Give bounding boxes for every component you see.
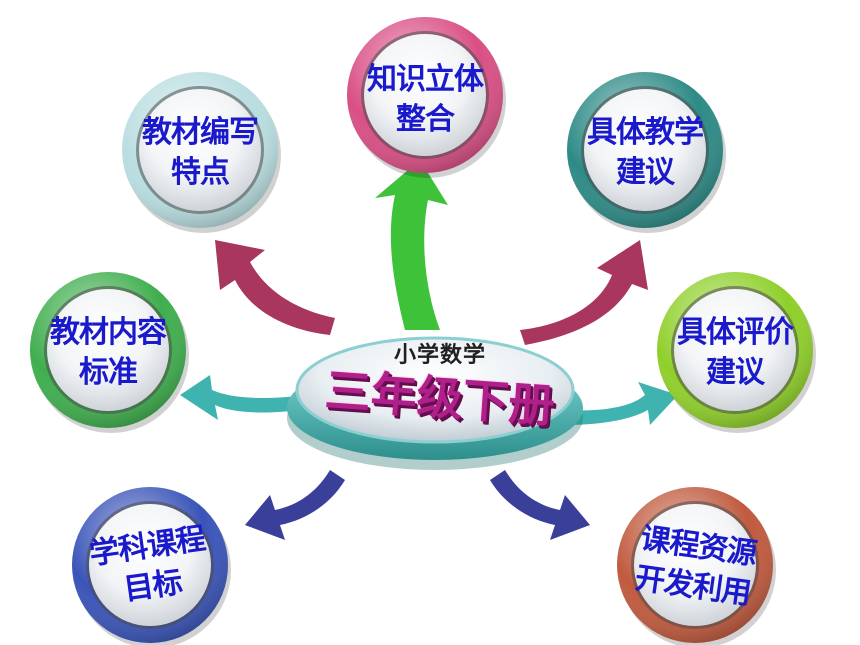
node-goal-label: 学科课程 目标 [79, 513, 220, 620]
node-knowledge-label: 知识立体 整合 [365, 55, 485, 145]
node-teaching-line2: 建议 [616, 155, 675, 190]
arrow-to-knowledge [375, 160, 448, 330]
node-teaching-line1: 具体教学 [587, 115, 704, 150]
node-content-line2: 标准 [79, 355, 138, 390]
node-evaluation-line2: 建议 [706, 355, 765, 390]
node-knowledge-line1: 知识立体 [367, 62, 484, 97]
node-content-label: 教材内容 标准 [48, 308, 168, 398]
node-compile-label: 教材编写 特点 [140, 108, 260, 198]
central-hub [287, 336, 583, 470]
node-evaluation-line1: 具体评价 [677, 315, 794, 350]
node-resource [617, 487, 776, 645]
arrow-to-evaluation [560, 382, 678, 425]
node-evaluation [657, 272, 816, 433]
node-knowledge-line2: 整合 [396, 102, 455, 137]
node-content-line1: 教材内容 [50, 315, 167, 350]
node-compile-line1: 教材编写 [142, 115, 259, 150]
arrow-to-resource [490, 470, 590, 540]
node-content [30, 272, 189, 433]
node-goal-line2: 目标 [121, 564, 184, 608]
node-goal [72, 487, 231, 645]
node-rings [30, 17, 816, 645]
node-teaching [567, 72, 726, 233]
arrow-to-content [180, 375, 300, 420]
arrow-to-teaching [520, 240, 648, 345]
connector-arrows [180, 160, 678, 540]
node-resource-label: 课程资源 开发利用 [622, 513, 768, 621]
node-compile [122, 72, 281, 233]
arrow-to-compile [215, 240, 335, 335]
arrow-to-goal [245, 470, 345, 540]
node-compile-line2: 特点 [171, 155, 230, 190]
hub-subtitle: 小学数学 [393, 343, 486, 368]
node-teaching-label: 具体教学 建议 [585, 108, 705, 198]
node-knowledge [347, 17, 506, 178]
node-evaluation-label: 具体评价 建议 [675, 308, 795, 398]
